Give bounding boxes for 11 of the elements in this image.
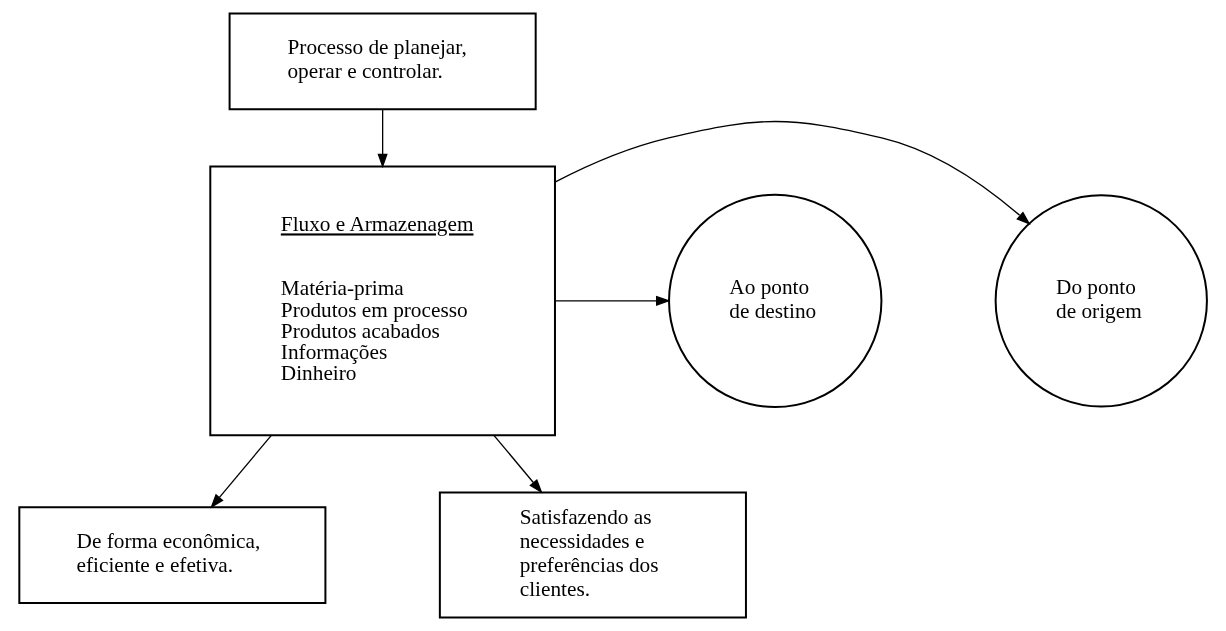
node-box: Satisfazendo as necessidades e preferências dos clientes. [438, 491, 747, 619]
arrow [210, 434, 272, 509]
arrow [493, 434, 543, 494]
node-circle: Ao ponto de destino [668, 193, 883, 409]
arrow [554, 120, 1031, 226]
arrow [554, 295, 671, 306]
arrow [377, 108, 388, 169]
node-box: De forma econômica, eficiente e efetiva. [18, 506, 327, 604]
node-box: Fluxo e Armazenagem Matéria-prima Produtos em processo Produtos acabados Informações Dinheiro [209, 165, 556, 437]
node-circle: Do ponto de origem [994, 194, 1208, 408]
node-box: Processo de planejar, operar e controlar. [228, 12, 537, 111]
